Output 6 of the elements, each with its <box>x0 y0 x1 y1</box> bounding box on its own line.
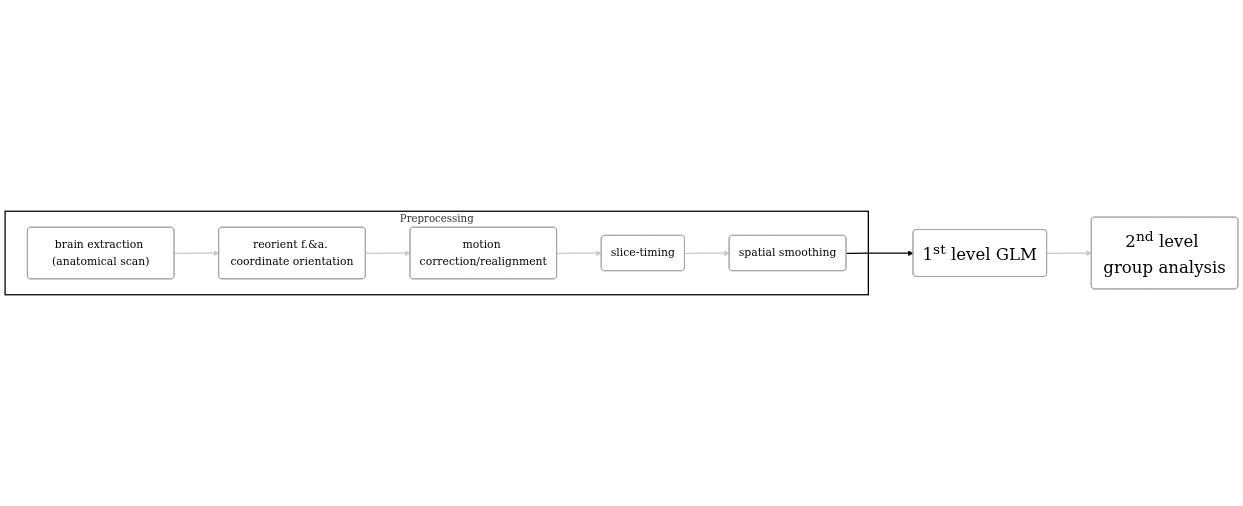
arrow <box>1046 250 1092 257</box>
arrow <box>365 250 411 257</box>
arrow <box>556 250 602 257</box>
arrow <box>845 250 914 257</box>
arrow <box>173 250 220 257</box>
arrow <box>684 250 730 257</box>
